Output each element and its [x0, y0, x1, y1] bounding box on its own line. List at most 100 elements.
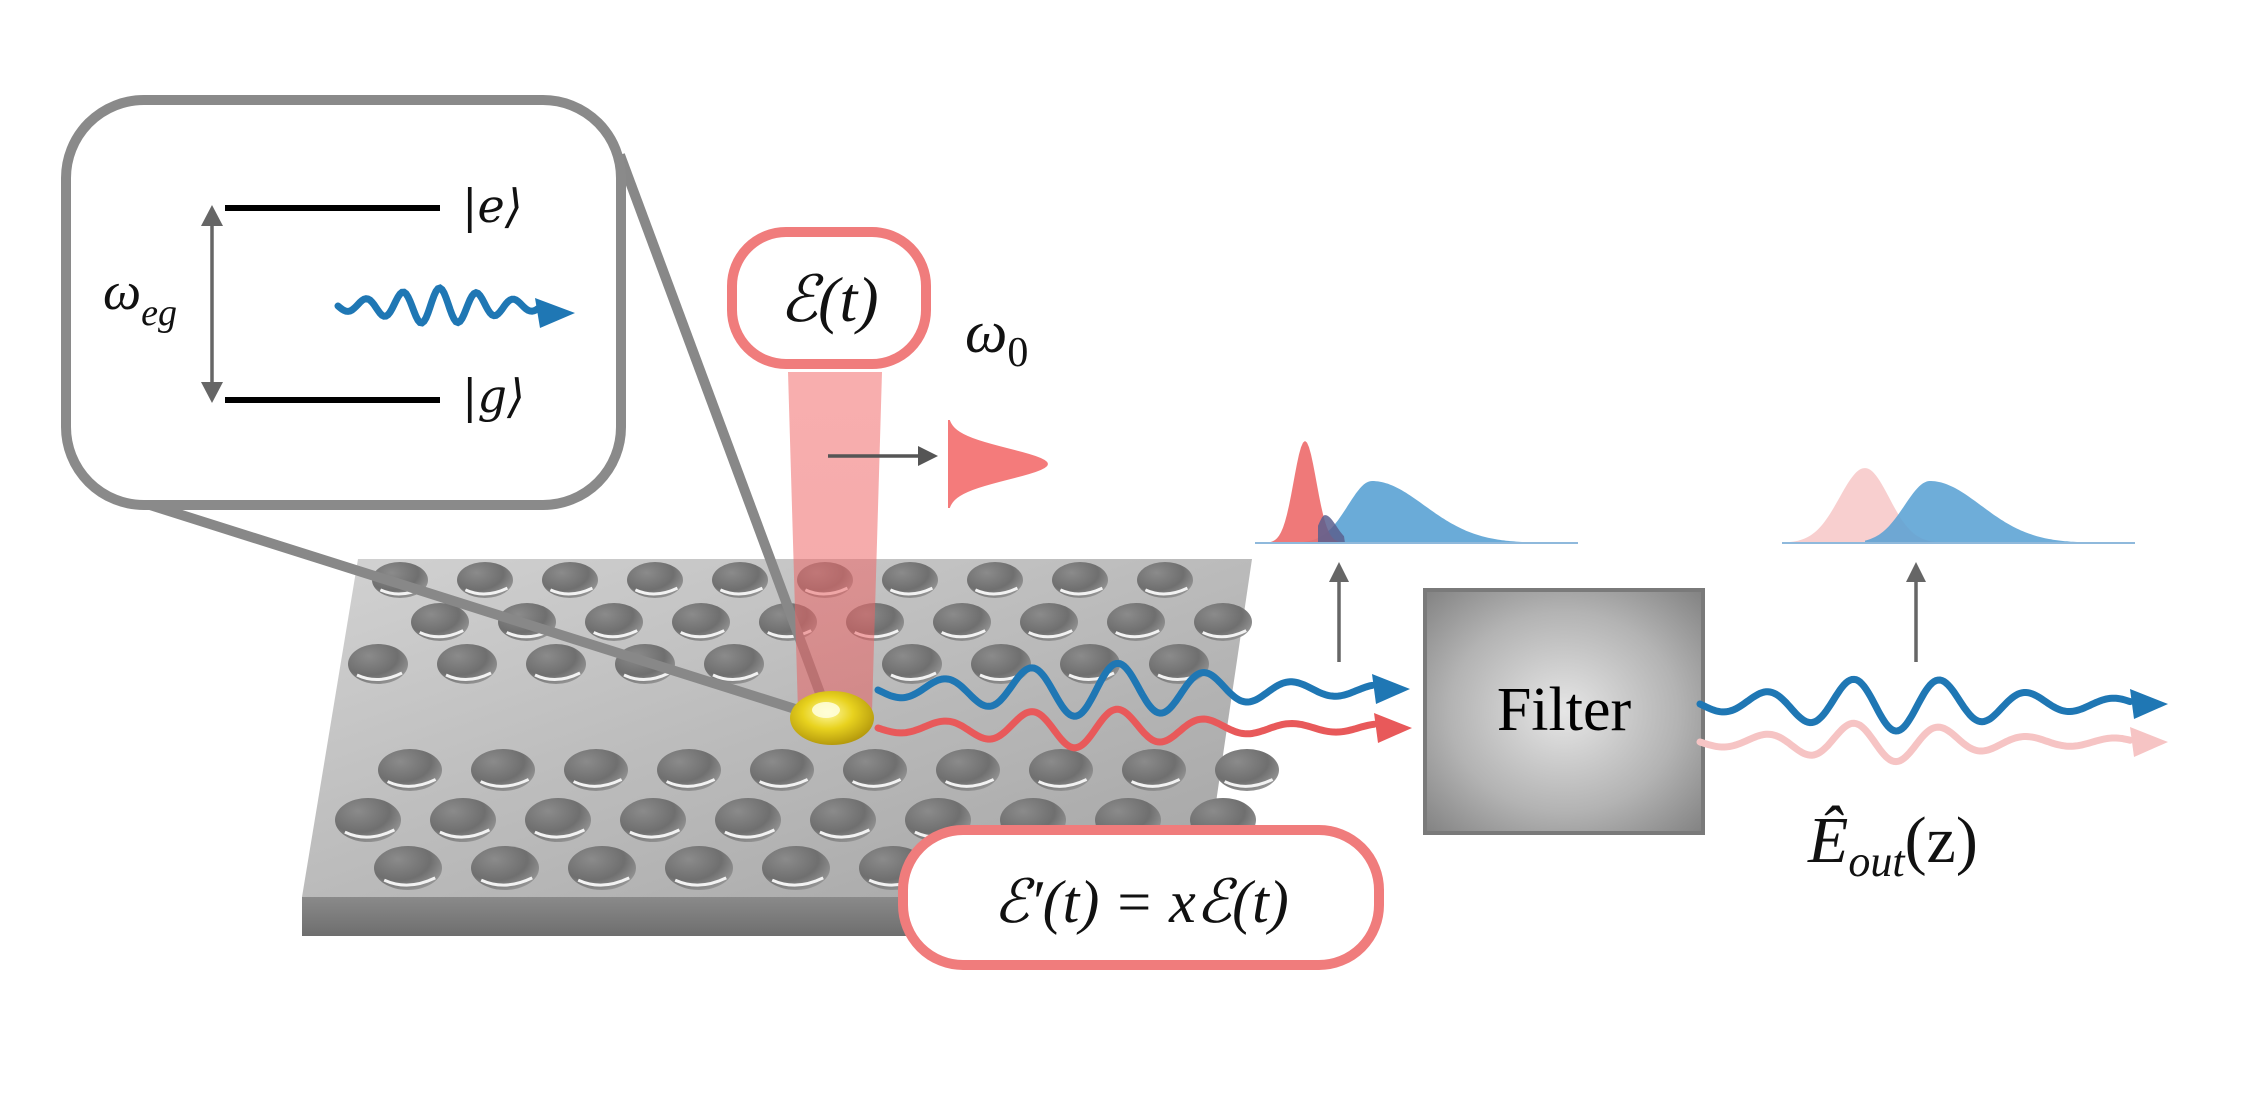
photonic-crystal-slab — [302, 559, 1279, 936]
air-hole — [810, 798, 876, 842]
air-hole — [1194, 603, 1252, 641]
air-hole-rim — [419, 629, 464, 639]
air-hole-rim — [1223, 778, 1274, 788]
reflected-field-arrowhead — [1374, 713, 1412, 743]
air-hole-rim — [572, 778, 623, 788]
arrow-head-down — [201, 382, 223, 403]
air-hole — [665, 846, 733, 890]
air-hole — [564, 749, 628, 791]
spectrum-pointer-head — [1329, 562, 1349, 582]
air-hole-rim — [1130, 778, 1181, 788]
air-hole-rim — [719, 586, 764, 596]
air-hole — [1122, 749, 1186, 791]
spectrum-overlap — [1318, 515, 1345, 543]
air-hole — [411, 603, 469, 641]
air-hole — [627, 562, 683, 598]
arrow-head-up — [201, 205, 223, 226]
output-waves-after-filter — [1696, 675, 2168, 766]
scattered-field-arrowhead — [1372, 674, 1410, 704]
emitter-glow — [812, 702, 840, 718]
air-hole — [971, 644, 1031, 684]
reflected-label-pill — [898, 825, 1384, 970]
air-hole — [1149, 644, 1209, 684]
air-hole — [1215, 749, 1279, 791]
air-hole — [967, 562, 1023, 598]
excited-state-label: |e⟩ — [462, 179, 523, 233]
incident-field-label: ℰ(t) — [779, 264, 878, 335]
air-hole-rim — [771, 876, 824, 887]
air-hole-rim — [890, 671, 937, 681]
air-hole-rim — [1068, 671, 1115, 681]
air-hole-rim — [1028, 629, 1073, 639]
air-hole-rim — [623, 671, 670, 681]
air-hole — [762, 846, 830, 890]
inset-leader-line — [615, 153, 835, 722]
scattered-spectrum — [1300, 481, 1578, 543]
air-hole — [882, 562, 938, 598]
air-hole-rim — [577, 876, 630, 887]
air-hole — [335, 798, 401, 842]
air-hole-lattice — [335, 562, 1279, 890]
energy-level-inset: ωeg |e⟩ |g⟩ — [61, 95, 835, 725]
air-hole-rim — [724, 828, 776, 839]
air-hole-rim — [439, 828, 491, 839]
field-label-pill — [727, 227, 931, 369]
propagation-arrowhead — [918, 446, 938, 466]
transition-frequency-label: ωeg — [103, 261, 177, 334]
air-hole — [437, 644, 497, 684]
air-hole-rim — [1144, 586, 1189, 596]
air-hole-rim — [479, 778, 530, 788]
air-hole-rim — [464, 586, 509, 596]
reflected-field-equation: ℰ′(t)=xℰ(t) — [993, 869, 1289, 935]
air-hole-rim — [889, 586, 934, 596]
air-hole — [882, 644, 942, 684]
air-hole — [712, 562, 768, 598]
air-hole — [1137, 562, 1193, 598]
air-hole-rim — [758, 778, 809, 788]
air-hole-rim — [1202, 629, 1247, 639]
incident-pulse-shape — [948, 420, 1048, 508]
air-hole — [526, 644, 586, 684]
suppressed-incident-spectrum — [1782, 468, 1950, 543]
air-hole-rim — [674, 876, 727, 887]
output-waves-before-filter — [874, 659, 1412, 752]
inset-box — [61, 95, 626, 510]
air-hole-rim — [386, 778, 437, 788]
emitted-photon-wave — [334, 284, 542, 327]
air-hole — [1020, 603, 1078, 641]
air-hole — [715, 798, 781, 842]
air-hole — [542, 562, 598, 598]
air-hole-rim — [1037, 778, 1088, 788]
air-hole — [378, 749, 442, 791]
air-hole-rim — [974, 586, 1019, 596]
filtered-output-arrowhead — [2130, 689, 2168, 719]
air-hole — [620, 798, 686, 842]
air-hole-rim — [629, 828, 681, 839]
air-hole — [525, 798, 591, 842]
air-hole-rim — [665, 778, 716, 788]
air-hole-rim — [549, 586, 594, 596]
air-hole — [348, 644, 408, 684]
output-field-label: Êout(z) — [1807, 804, 1978, 886]
air-hole-rim — [344, 828, 396, 839]
air-hole — [568, 846, 636, 890]
air-hole — [750, 749, 814, 791]
air-hole — [585, 603, 643, 641]
quantum-emitter-dot — [790, 691, 874, 745]
air-hole — [672, 603, 730, 641]
air-hole — [471, 749, 535, 791]
air-hole-rim — [1059, 586, 1104, 596]
air-hole — [936, 749, 1000, 791]
air-hole — [657, 749, 721, 791]
air-hole — [457, 562, 513, 598]
air-hole-rim — [819, 828, 871, 839]
spectrum-after-filter — [1782, 468, 2135, 662]
air-hole-rim — [680, 629, 725, 639]
reflected-field-wave — [874, 705, 1378, 752]
air-hole-rim — [534, 828, 586, 839]
air-hole-rim — [634, 586, 679, 596]
air-hole — [933, 603, 991, 641]
filtered-output-wave — [1696, 675, 2134, 735]
beam-column — [788, 372, 882, 712]
